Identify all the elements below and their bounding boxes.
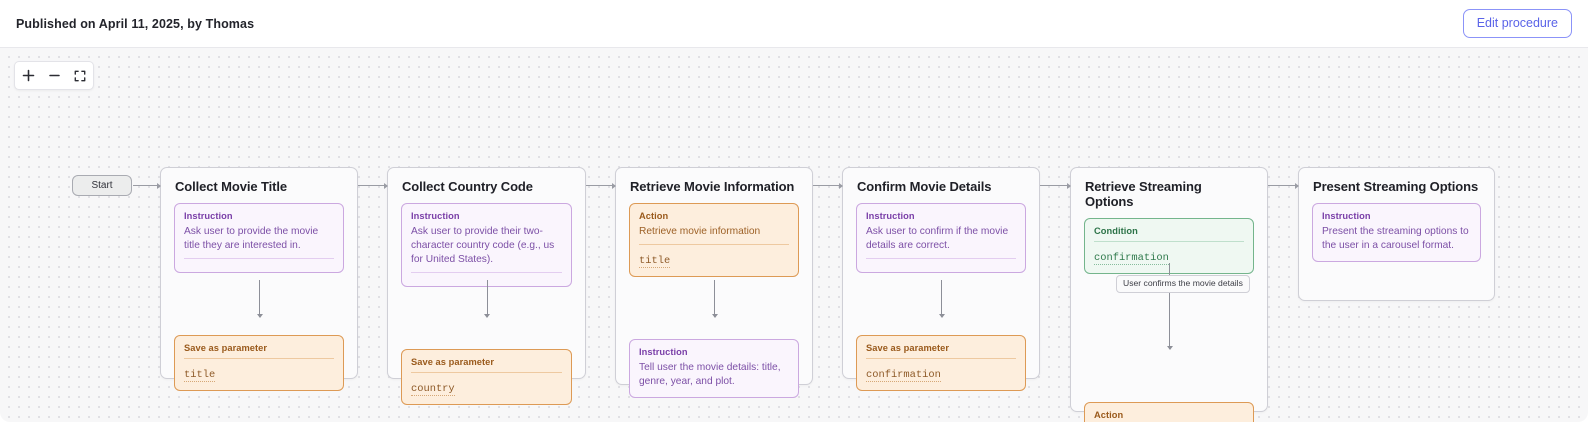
- node-collect-movie-title[interactable]: Collect Movie Title Instruction Ask user…: [160, 167, 358, 392]
- node-body: Condition confirmation Action Return ava…: [1071, 209, 1267, 422]
- node-body: Instruction Present the streaming option…: [1299, 194, 1494, 275]
- node-title: Present Streaming Options: [1313, 179, 1479, 194]
- block-text: Ask user to confirm if the movie details…: [866, 226, 1009, 252]
- block-divider: [866, 358, 1016, 360]
- edge-node-4-to-node-5: [1040, 182, 1071, 189]
- block-text: Ask user to provide the movie title they…: [184, 226, 319, 252]
- block-text: Present the streaming options to the use…: [1322, 226, 1469, 252]
- node-body: Instruction Ask user to provide the movi…: [161, 194, 357, 404]
- node-title: Retrieve Movie Information: [630, 179, 795, 194]
- block-label: Save as parameter: [411, 357, 495, 368]
- internal-connector: [256, 280, 263, 318]
- block-divider: [411, 272, 562, 274]
- block-label: Instruction: [1322, 211, 1371, 221]
- node-body: Instruction Ask user to confirm if the m…: [843, 194, 1039, 404]
- block-instruction[interactable]: Instruction Ask user to provide the movi…: [174, 203, 344, 274]
- block-action[interactable]: Action Retrieve movie information title: [629, 203, 799, 278]
- block-action[interactable]: Action Return available platforms countr…: [1084, 402, 1254, 422]
- node-retrieve-movie-information[interactable]: Retrieve Movie Information Action Retrie…: [615, 167, 813, 399]
- node-body: Action Retrieve movie information title …: [616, 194, 812, 411]
- block-code: confirmation: [1094, 252, 1169, 265]
- node-present-streaming-options[interactable]: Present Streaming Options Instruction Pr…: [1298, 167, 1495, 301]
- block-instruction[interactable]: Instruction Tell user the movie details:…: [629, 339, 799, 399]
- edit-procedure-button[interactable]: Edit procedure: [1462, 8, 1572, 39]
- node-title: Confirm Movie Details: [857, 179, 992, 194]
- canvas-toolbar: [14, 61, 94, 90]
- block-divider: [639, 244, 789, 246]
- block-label: Save as parameter: [866, 343, 950, 354]
- block-code: country: [411, 383, 455, 397]
- node-body: Instruction Ask user to provide their tw…: [388, 194, 585, 418]
- published-info: Published on April 11, 2025, by Thomas: [16, 16, 255, 31]
- internal-connector: [711, 280, 718, 318]
- start-node[interactable]: Start: [72, 175, 132, 196]
- zoom-out-icon[interactable]: [41, 62, 67, 89]
- block-label: Instruction: [866, 211, 915, 221]
- block-text: Ask user to provide their two-character …: [411, 226, 555, 266]
- block-code: confirmation: [866, 369, 941, 383]
- edge-condition-label: User confirms the movie details: [1116, 275, 1250, 293]
- zoom-in-icon[interactable]: [15, 62, 41, 89]
- fit-view-icon[interactable]: [67, 62, 93, 89]
- block-instruction[interactable]: Instruction Present the streaming option…: [1312, 203, 1481, 263]
- node-confirm-movie-details[interactable]: Confirm Movie Details Instruction Ask us…: [842, 167, 1040, 392]
- block-instruction[interactable]: Instruction Ask user to confirm if the m…: [856, 203, 1026, 274]
- node-title: Collect Movie Title: [175, 179, 287, 194]
- edge-node-3-to-node-4: [813, 182, 843, 189]
- block-divider: [1094, 241, 1244, 242]
- block-text: Tell user the movie details: title, genr…: [639, 362, 781, 388]
- block-divider: [411, 372, 562, 374]
- edge-start-to-node-1: [133, 182, 161, 189]
- block-save-as-parameter[interactable]: Save as parameter country: [401, 349, 572, 406]
- block-divider: [184, 258, 334, 260]
- block-label: Action: [1094, 410, 1124, 420]
- block-label: Action: [639, 211, 669, 221]
- block-save-as-parameter[interactable]: Save as parameter title: [174, 335, 344, 392]
- block-label: Instruction: [411, 211, 460, 221]
- node-title: Retrieve Streaming Options: [1085, 179, 1202, 209]
- block-label: Instruction: [639, 347, 688, 358]
- block-divider: [184, 358, 334, 360]
- node-collect-country-code[interactable]: Collect Country Code Instruction Ask use…: [387, 167, 586, 406]
- block-code: title: [184, 369, 216, 383]
- internal-connector: [1166, 263, 1173, 350]
- edge-node-1-to-node-2: [358, 182, 388, 189]
- page-header: Published on April 11, 2025, by Thomas E…: [0, 0, 1588, 48]
- edge-node-2-to-node-3: [586, 182, 616, 189]
- block-code: title: [639, 255, 671, 269]
- internal-connector: [938, 280, 945, 318]
- edge-node-5-to-node-6: [1268, 182, 1299, 189]
- block-save-as-parameter[interactable]: Save as parameter confirmation: [856, 335, 1026, 392]
- block-instruction[interactable]: Instruction Ask user to provide their tw…: [401, 203, 572, 288]
- node-title: Collect Country Code: [402, 179, 533, 194]
- block-divider: [866, 258, 1016, 260]
- flow-canvas[interactable]: Start Collect Movie Title Instruction As…: [0, 48, 1588, 422]
- block-condition[interactable]: Condition confirmation: [1084, 218, 1254, 274]
- block-label: Instruction: [184, 211, 233, 221]
- block-label: Condition: [1094, 226, 1138, 236]
- internal-connector: [484, 280, 490, 318]
- block-label: Save as parameter: [184, 343, 268, 354]
- block-text: Retrieve movie information: [639, 226, 761, 237]
